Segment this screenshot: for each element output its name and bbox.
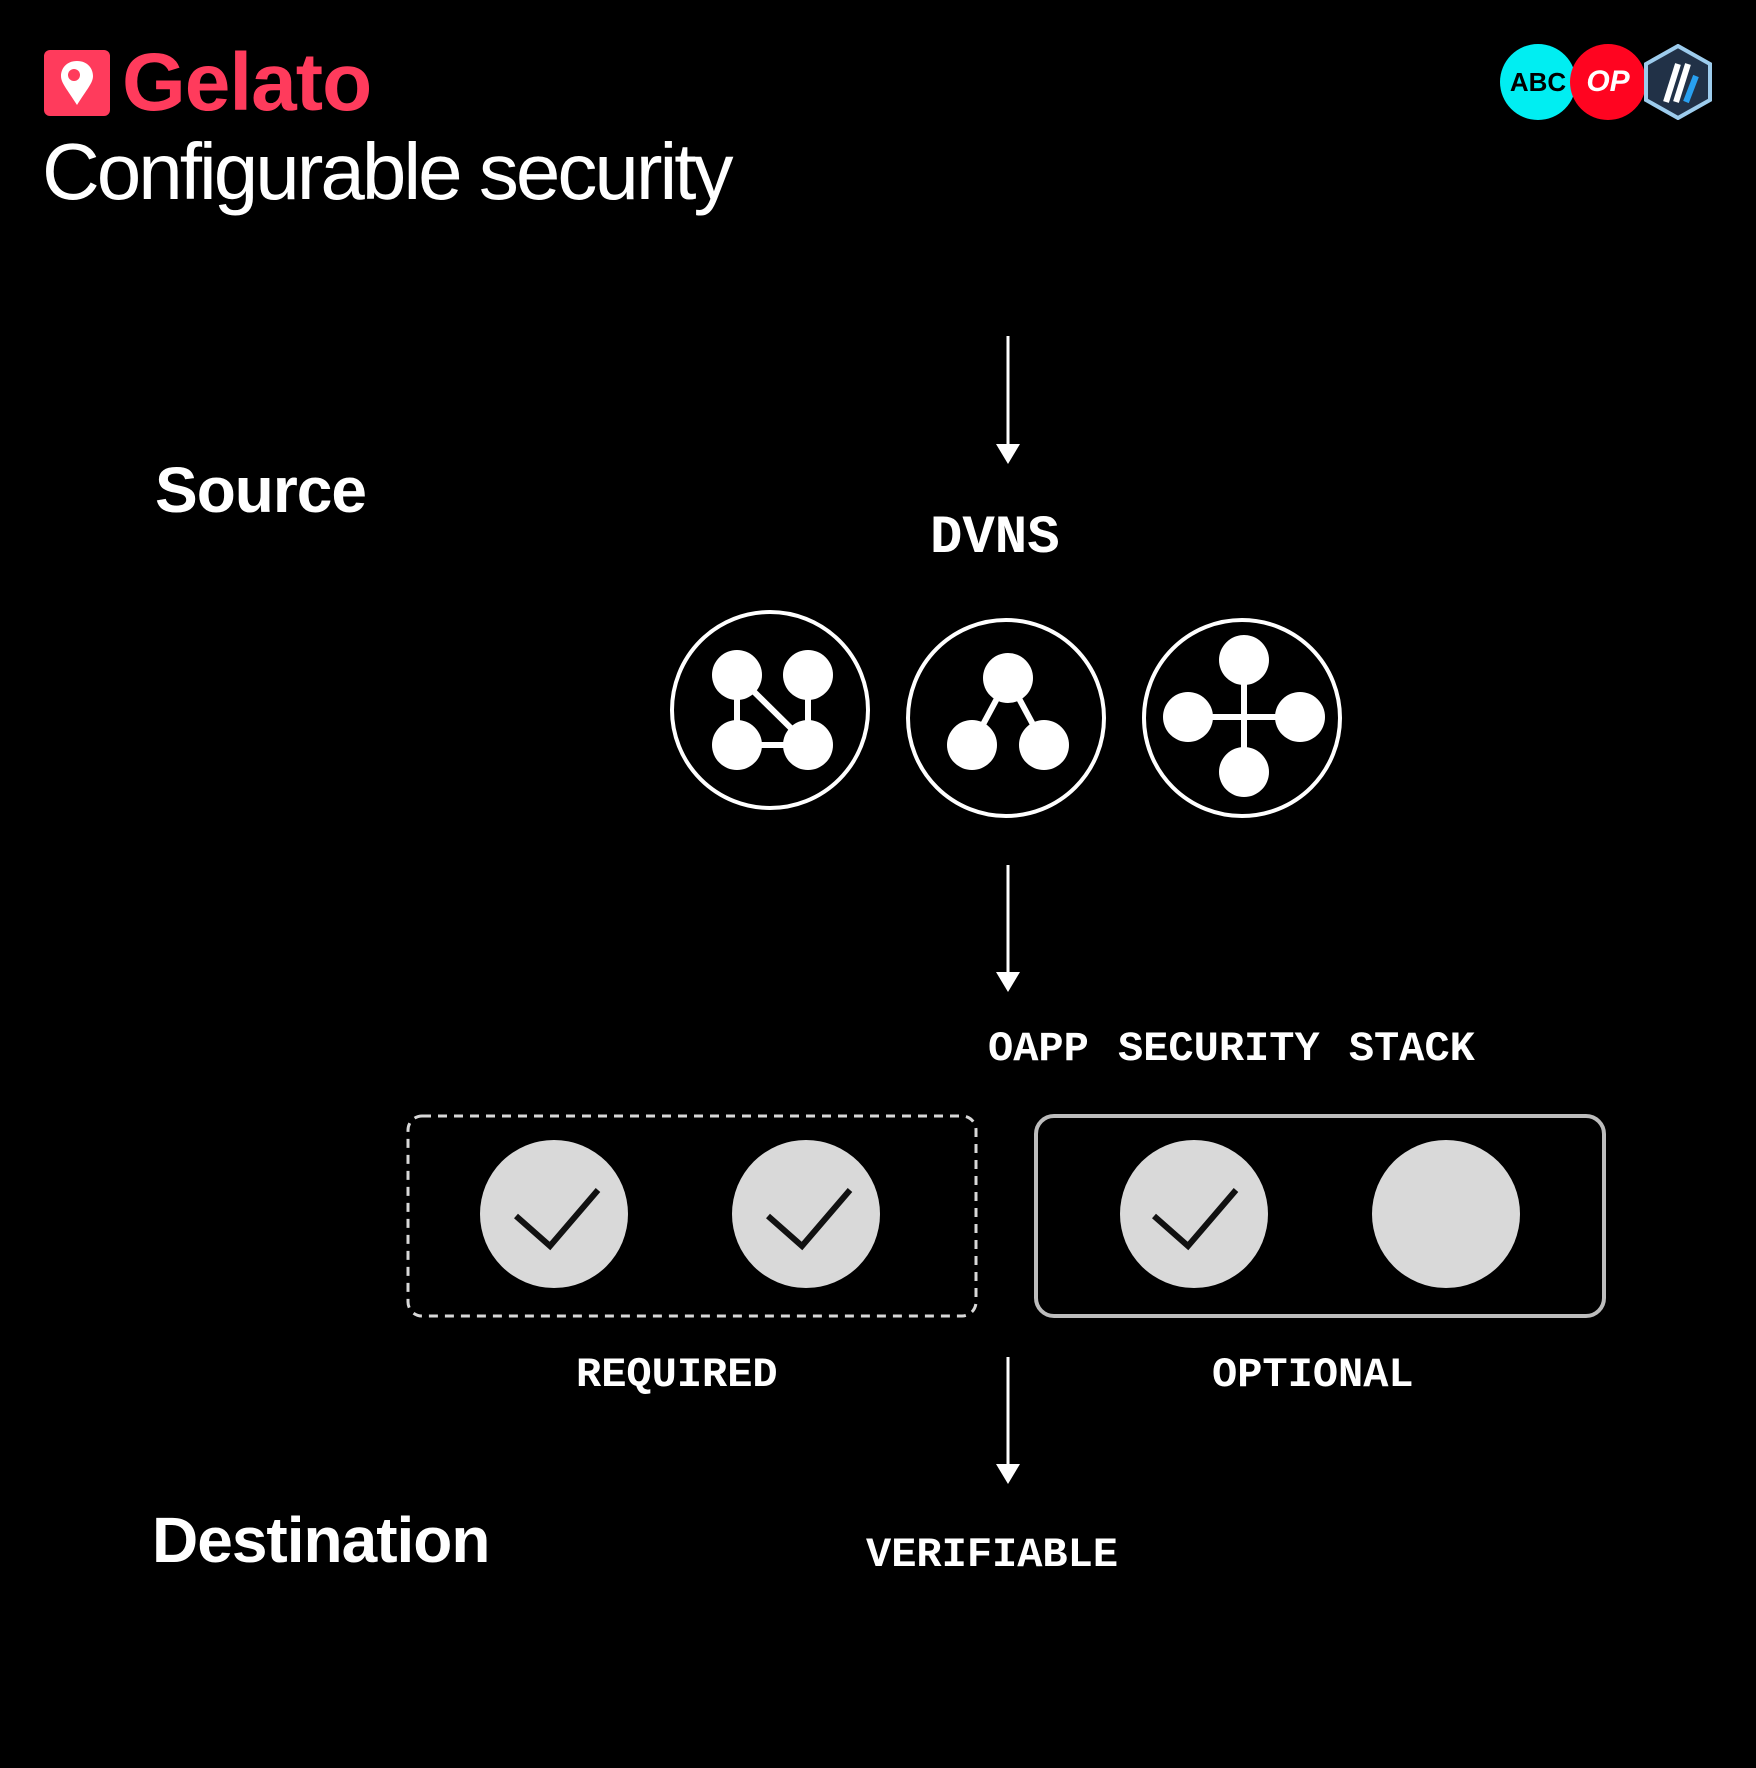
gelato-icon (44, 50, 110, 116)
destination-label: Destination (152, 1504, 490, 1576)
op-chain-badge: OP (1570, 44, 1646, 120)
optional-box (1034, 1114, 1606, 1318)
arrow-top (996, 336, 1020, 464)
check-icon (1120, 1140, 1268, 1288)
brand-logo: Gelato (44, 37, 372, 128)
arrow-bottom (996, 1357, 1020, 1484)
required-label: REQUIRED (576, 1351, 778, 1399)
check-icon (480, 1140, 628, 1288)
arrow-middle (996, 865, 1020, 992)
abc-chain-badge: ABC (1500, 44, 1576, 120)
source-label: Source (155, 454, 367, 526)
empty-check-circle (1372, 1140, 1520, 1288)
security-stack-label: OAPP SECURITY STACK (988, 1025, 1475, 1073)
verifiable-label: VERIFIABLE (866, 1531, 1119, 1579)
check-icon (732, 1140, 880, 1288)
arbitrum-logo-icon (1640, 44, 1716, 120)
chain-badges: ABC OP (1500, 42, 1712, 122)
required-box (406, 1114, 978, 1318)
brand-name: Gelato (122, 37, 372, 128)
cross-nodes-icon (1142, 618, 1342, 818)
triangle-nodes-icon (906, 618, 1106, 818)
page-title: Configurable security (42, 127, 733, 216)
dvns-label: DVNS (930, 508, 1060, 569)
network-graph-icon (670, 610, 870, 810)
optional-label: OPTIONAL (1212, 1351, 1414, 1399)
